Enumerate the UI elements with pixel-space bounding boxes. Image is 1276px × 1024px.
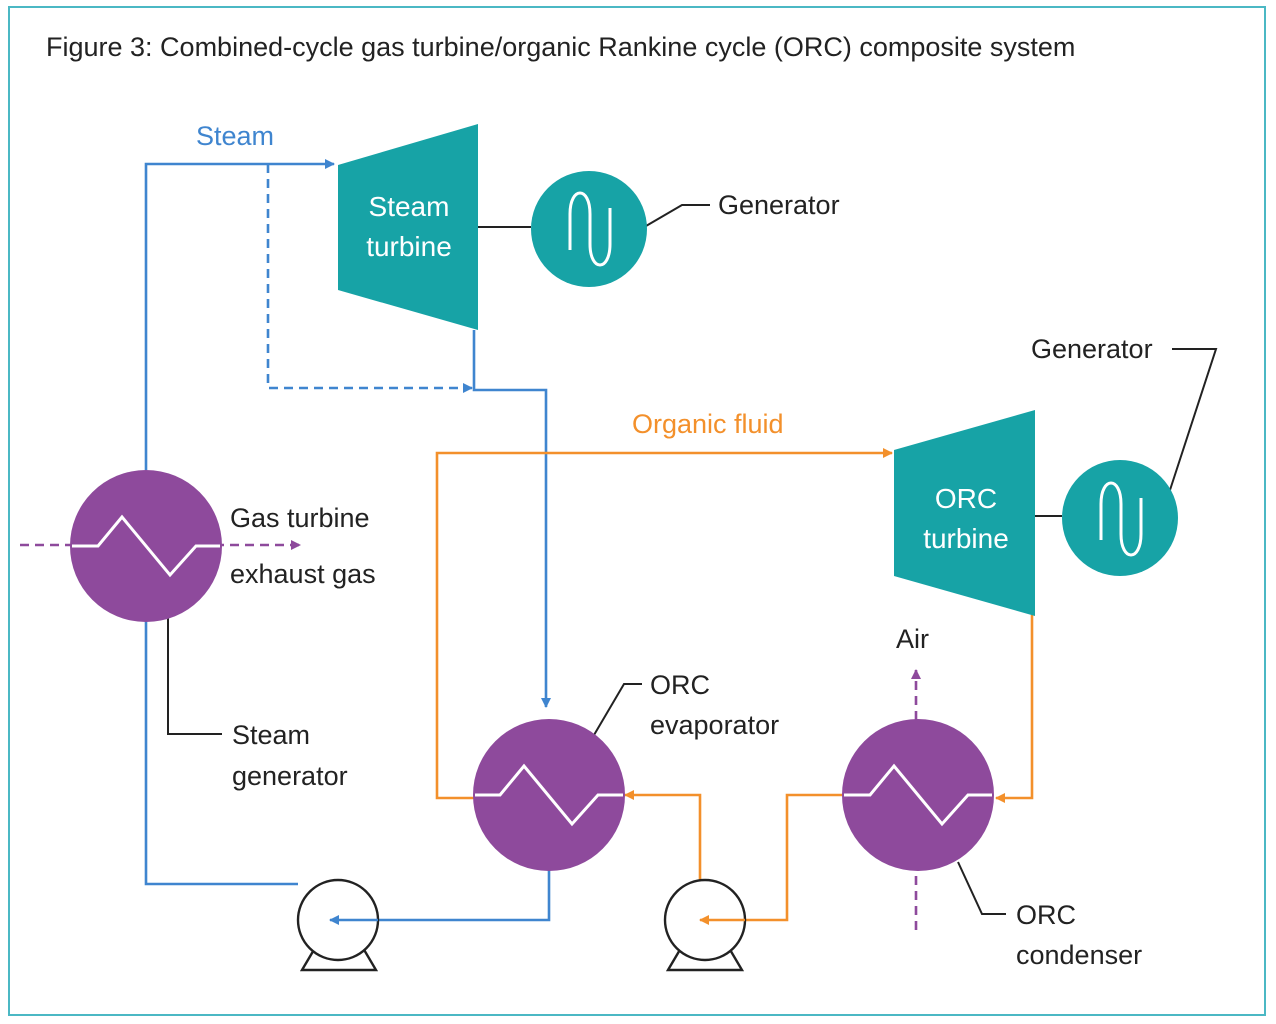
air-label: Air	[896, 624, 929, 654]
generator-right-label: Generator	[1031, 334, 1153, 364]
sine-wave-icon	[1099, 481, 1143, 557]
heat-exchanger-icon	[475, 763, 623, 827]
generator-right-leader	[1169, 348, 1218, 491]
steam-generator-label-1: Steam	[232, 720, 310, 750]
steam-pump	[296, 878, 380, 972]
generator-top-label: Generator	[718, 190, 840, 220]
condensate-line	[329, 868, 551, 925]
steam-turbine	[338, 124, 478, 330]
orc-turbine-label-2: turbine	[923, 523, 1009, 554]
orc-evaporator-label-2: evaporator	[650, 710, 779, 740]
feedwater-line	[141, 609, 298, 886]
steam-exhaust-line	[472, 330, 551, 708]
steam-generator-leader	[167, 612, 222, 735]
orc-feed-line	[624, 790, 702, 880]
figure-title: Figure 3: Combined-cycle gas turbine/org…	[46, 32, 1075, 62]
figure-frame	[8, 6, 1266, 1016]
orc-condenser-leader	[957, 861, 1006, 915]
steam-generator-label-2: generator	[232, 761, 348, 791]
steam-supply-line	[144, 159, 335, 470]
orc-evaporator-label-1: ORC	[650, 670, 710, 700]
gas-turbine-label-1: Gas turbine	[230, 503, 370, 533]
steam-turbine-label-1: Steam	[369, 191, 450, 222]
organic-fluid-label: Organic fluid	[632, 409, 784, 439]
generator-top-leader	[645, 204, 710, 227]
heat-exchanger-icon	[844, 763, 992, 827]
orc-evaporator-leader	[593, 683, 642, 736]
orc-condenser-label-2: condenser	[1016, 940, 1142, 970]
heat-exchanger-icon	[72, 514, 220, 578]
orc-condenser-label-1: ORC	[1016, 900, 1076, 930]
sine-wave-icon	[568, 191, 612, 267]
orc-turbine	[894, 410, 1035, 616]
organic-vapor-line	[435, 448, 893, 800]
orc-turbine-exhaust-line	[995, 615, 1034, 803]
steam-label: Steam	[196, 121, 274, 151]
steam-turbine-label-2: turbine	[366, 231, 452, 262]
gas-turbine-label-2: exhaust gas	[230, 559, 376, 589]
orc-pump	[663, 878, 747, 972]
steam-bypass-line	[266, 164, 473, 393]
orc-turbine-label-1: ORC	[935, 483, 997, 514]
